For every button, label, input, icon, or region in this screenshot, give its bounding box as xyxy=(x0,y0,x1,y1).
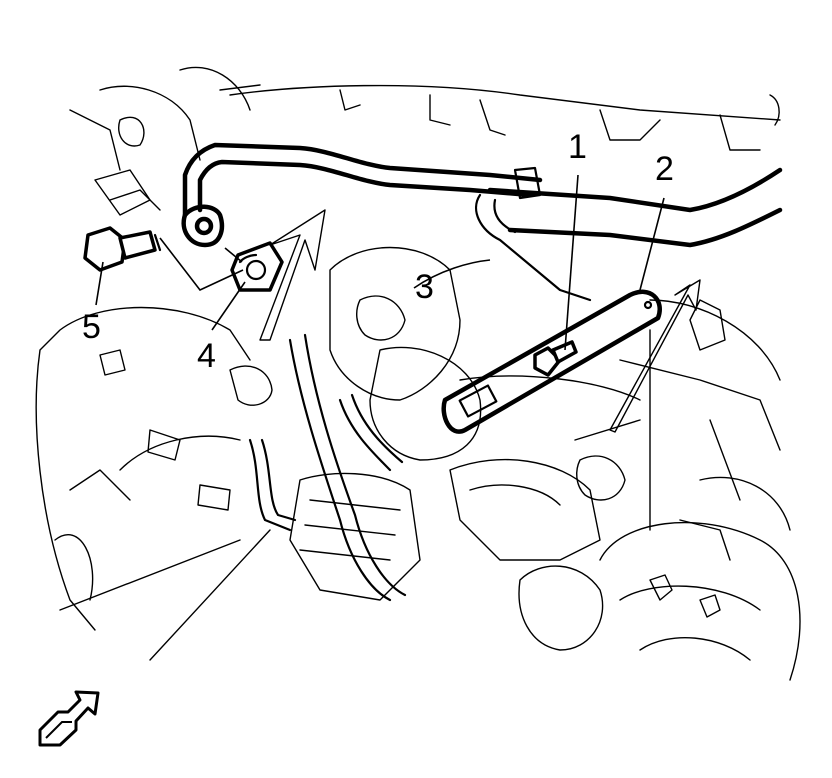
callout-4: 4 xyxy=(197,337,216,375)
bolt-1 xyxy=(533,340,578,377)
engine-linework xyxy=(35,66,801,681)
callout-5: 5 xyxy=(82,308,101,346)
bolt-5 xyxy=(83,226,162,272)
callout-labels: 1 2 3 4 5 xyxy=(82,128,674,375)
coolant-pipe-highlight xyxy=(181,142,783,434)
assembly-lines xyxy=(159,237,244,291)
view-direction-arrow-icon xyxy=(38,690,100,747)
callout-3: 3 xyxy=(415,268,434,306)
gasket-4 xyxy=(230,241,284,292)
callout-leaders xyxy=(95,174,665,351)
callout-2: 2 xyxy=(655,150,674,188)
direction-arrows xyxy=(259,209,701,433)
callout-1: 1 xyxy=(568,128,587,166)
